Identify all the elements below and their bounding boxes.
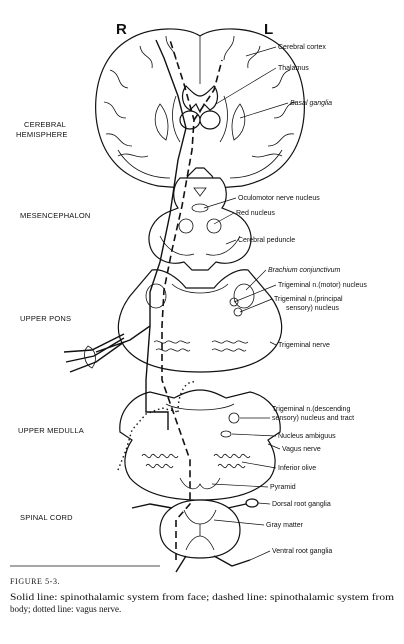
spinal-cord-section [131, 498, 259, 573]
pons-outline [117, 269, 283, 373]
label-basal-ganglia: Basal ganglia [290, 100, 332, 107]
pyramids [179, 477, 221, 490]
internal-capsule-right [172, 95, 181, 143]
trigeminal-motor-nucleus [229, 297, 239, 307]
region-mesencephalon: MESENCEPHALON [20, 211, 91, 220]
dorsal-root-right [131, 503, 173, 509]
region-upper-medulla: UPPER MEDULLA [18, 426, 84, 435]
label-cerebral-cortex: Cerebral cortex [278, 44, 326, 51]
pontine-nuclei-left [211, 340, 249, 352]
oculomotor-nucleus [191, 203, 209, 213]
red-nucleus-left [206, 218, 222, 234]
label-gray-matter: Gray matter [266, 522, 304, 529]
upper-pons-section [63, 269, 283, 373]
inferior-olive-left [213, 453, 251, 469]
side-label-right: R [116, 21, 127, 38]
gyri-left [223, 35, 297, 158]
label-pyramid: Pyramid [270, 484, 296, 491]
ventricles [181, 85, 219, 114]
label-brachium-conjunctivum: Brachium conjunctivum [268, 267, 341, 274]
dorsal-root-ganglion [245, 498, 259, 508]
dashed-pathway-body [161, 39, 195, 560]
temporal-lobe-lines [117, 149, 283, 179]
medulla-outline [119, 389, 281, 501]
label-trigeminal-principal-1: Trigeminal n.(principal [274, 296, 343, 303]
region-cerebral-hemisphere-2: HEMISPHERE [16, 130, 68, 139]
region-upper-pons: UPPER PONS [20, 314, 71, 323]
label-thalamus: Thalamus [278, 65, 309, 72]
pathways [95, 39, 223, 560]
brachium-conjunctivum-right [145, 283, 167, 309]
leader-lines [203, 46, 289, 561]
upper-medulla-section [119, 389, 281, 501]
label-trigeminal-descending-1: Trigeminal n.(descending [272, 406, 350, 413]
midbrain-outline [148, 177, 252, 271]
region-spinal-cord: SPINAL CORD [20, 513, 73, 522]
side-label-left: L [264, 21, 273, 38]
basal-ganglia-right [154, 103, 169, 141]
label-trigeminal-descending-2: sensory) nucleus and tract [272, 415, 354, 422]
descending-trigeminal-nucleus [228, 412, 240, 424]
label-trigeminal-principal-2: sensory) nucleus [286, 305, 339, 312]
trigeminal-principal-nucleus [233, 307, 243, 317]
ventral-roots [175, 555, 251, 573]
dorsal-root-left [227, 503, 247, 509]
nucleus-ambiguus [220, 430, 232, 438]
label-trigeminal-nerve: Trigeminal nerve [278, 342, 330, 349]
label-cerebral-peduncle: Cerebral peduncle [238, 237, 295, 244]
caption-line-1: Solid line: spinothalamic system from fa… [10, 592, 394, 602]
inferior-olive-right [141, 453, 179, 469]
solid-pathway-medulla [145, 325, 169, 430]
label-nucleus-ambiguus: Nucleus ambiguus [278, 433, 336, 440]
label-oculomotor-nucleus: Oculomotor nerve nucleus [238, 195, 320, 202]
cerebral-hemisphere-section [95, 28, 305, 189]
label-inferior-olive: Inferior olive [278, 465, 316, 472]
gray-matter [183, 509, 217, 551]
internal-capsule-left [219, 95, 228, 143]
label-trigeminal-motor: Trigeminal n.(motor) nucleus [278, 282, 367, 289]
label-dorsal-root-ganglia: Dorsal root ganglia [272, 501, 331, 508]
label-ventral-root-ganglia: Ventral root ganglia [272, 548, 332, 555]
thalamus-left [199, 110, 221, 130]
red-nucleus-right [178, 218, 194, 234]
dashed-pathway-cortex [193, 59, 223, 121]
caption-line-2: body; dotted line: vagus nerve. [10, 604, 121, 614]
caption-title: FIGURE 5-3. [10, 577, 60, 586]
basal-ganglia-left [231, 103, 246, 141]
solid-pathway-face [95, 39, 187, 353]
mesencephalon-section [148, 177, 252, 271]
dotted-pathway-vagus-upper [177, 381, 197, 413]
cerebral-peduncles [159, 235, 241, 256]
trigeminal-nerve-fibers [63, 333, 125, 373]
label-red-nucleus: Red nucleus [236, 210, 275, 217]
trigeminal-ganglion [84, 345, 96, 369]
brachium-conjunctivum-left [233, 283, 255, 309]
region-cerebral-hemisphere: CEREBRAL [24, 120, 66, 129]
fourth-ventricle-floor [165, 403, 235, 411]
gyri-right [103, 35, 177, 158]
fourth-ventricle-upper [171, 283, 229, 294]
aqueduct [193, 187, 207, 197]
label-vagus-nerve: Vagus nerve [282, 446, 321, 453]
